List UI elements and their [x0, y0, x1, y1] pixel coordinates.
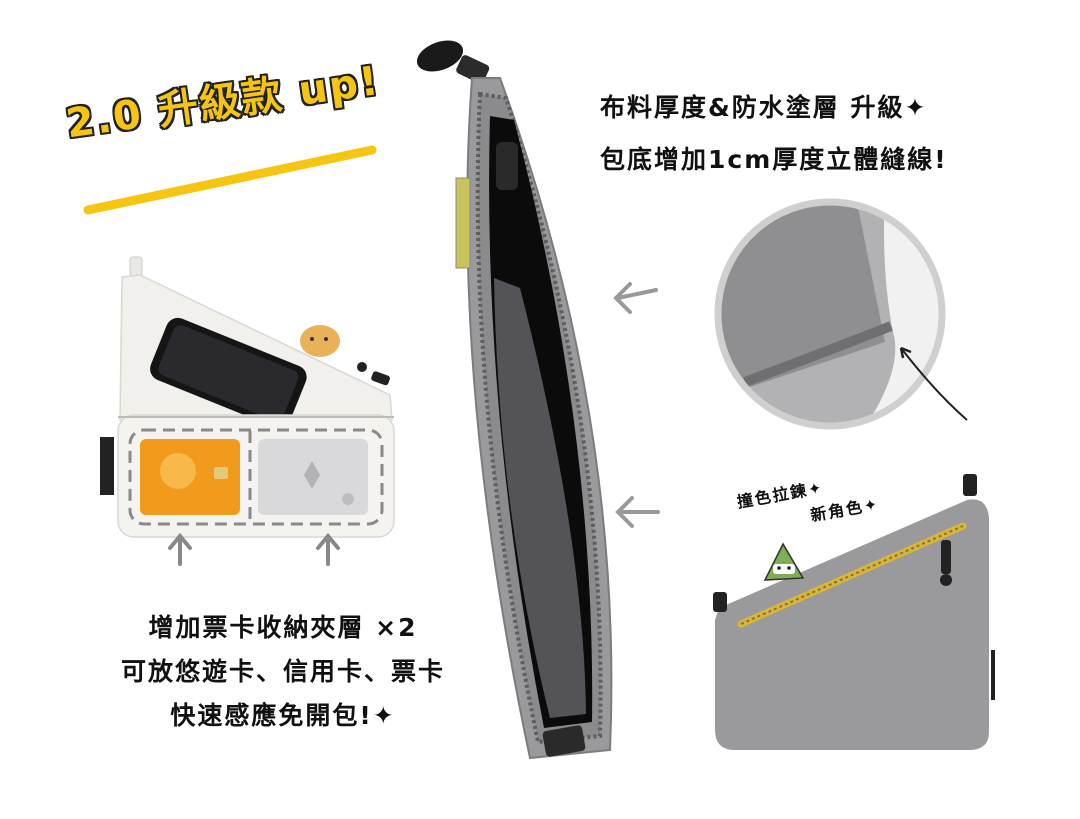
up-arrow-right — [316, 532, 340, 566]
gray-pouch-image — [713, 474, 995, 750]
zipper-head — [416, 40, 464, 72]
phone — [150, 317, 307, 429]
zoom-ring — [714, 198, 946, 430]
open-pouch-image — [416, 40, 613, 760]
strap-tab-right — [963, 474, 977, 496]
inner-zipper — [496, 142, 518, 190]
headline-underline — [83, 145, 377, 215]
gray-pouch-body — [715, 499, 989, 750]
card-slot-outline — [128, 428, 384, 526]
label-tag — [100, 437, 114, 495]
feature-card-line3: 快速感應免開包!✦ — [170, 701, 396, 730]
fabric-closeup — [714, 198, 968, 430]
feature-card-line2: 可放悠遊卡、信用卡、票卡 — [120, 657, 445, 686]
up-arrow-left — [168, 532, 192, 566]
feature-material-line1: 布料厚度&防水塗層 升級✦ — [600, 93, 928, 122]
feature-material-line2: 包底增加1cm厚度立體縫線! — [600, 145, 948, 174]
up-arrows — [168, 532, 340, 566]
feature-card-slots: 增加票卡收納夾層 ×2 可放悠遊卡、信用卡、票卡 快速感應免開包!✦ — [108, 606, 458, 738]
feature-material: 布料厚度&防水塗層 升級✦ 包底增加1cm厚度立體縫線! — [600, 82, 948, 186]
feature-card-line1: 增加票卡收納夾層 ×2 — [148, 613, 418, 642]
left-arrow-upper — [613, 282, 658, 314]
left-arrows — [613, 282, 660, 528]
white-pouch-image — [100, 256, 395, 538]
left-arrow-lower — [615, 496, 660, 528]
character-figure — [763, 542, 805, 581]
character-head — [300, 325, 340, 357]
